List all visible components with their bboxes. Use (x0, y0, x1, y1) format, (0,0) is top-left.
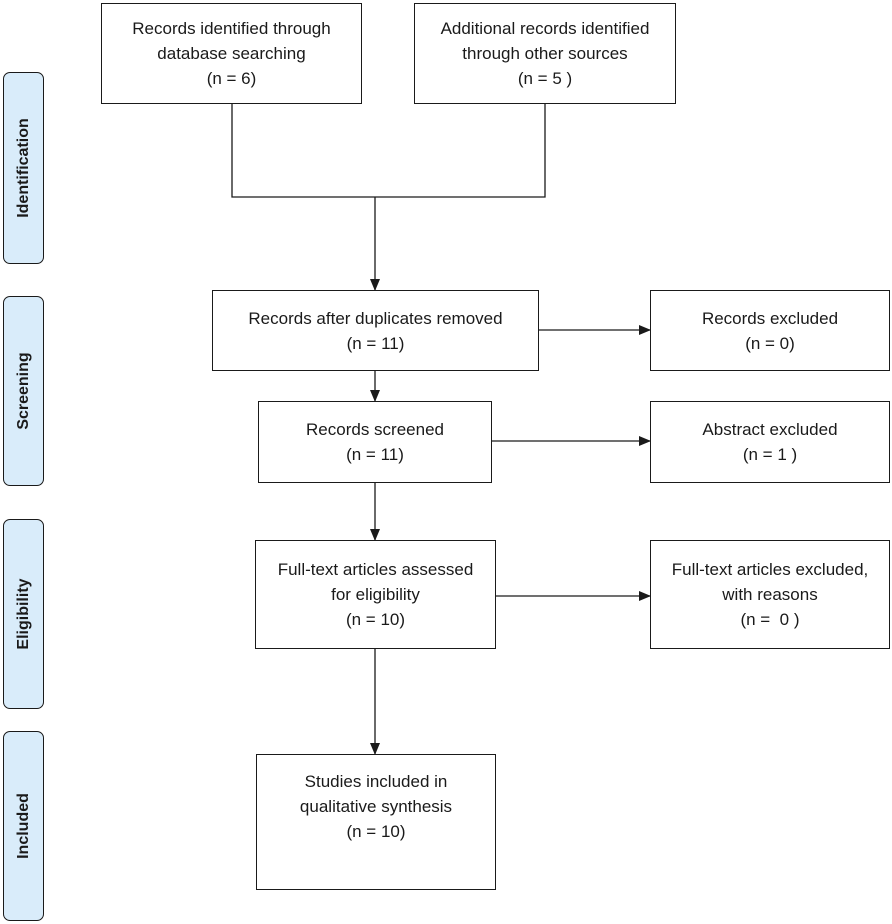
box-line: Records excluded (701, 308, 839, 328)
box-line: Full-text articles assessed (277, 560, 474, 579)
box-line: Full-text articles excluded, (671, 560, 869, 579)
box-records-excluded: Records excluded (n = 0) (650, 290, 890, 371)
box-records-screened: Records screened (n = 11) (258, 401, 492, 483)
box-line: Records identified through (132, 19, 331, 38)
box-line: (n = 0) (745, 333, 795, 353)
phase-eligibility-label: Eligibility (14, 578, 32, 650)
phase-eligibility: Eligibility (3, 519, 44, 709)
phase-identification-label: Identification (14, 118, 32, 218)
box-line: (n = 10) (345, 610, 406, 629)
phase-included: Included (3, 731, 44, 921)
box-line: Records screened (306, 420, 444, 439)
box-line: Additional records identified (440, 19, 650, 38)
box-line: qualitative synthesis (299, 797, 453, 816)
box-line: (n = 6) (206, 69, 257, 88)
box-line: with reasons (722, 585, 818, 604)
box-line: database searching (157, 44, 306, 63)
box-line: Abstract excluded (702, 420, 838, 439)
box-fulltext-assessed: Full-text articles assessed for eligibil… (255, 540, 496, 649)
phase-included-label: Included (14, 793, 32, 859)
box-line: (n = 11) (346, 445, 404, 464)
box-line: (n = 0 ) (740, 610, 800, 629)
box-line: Records after duplicates removed (248, 308, 503, 328)
phase-screening-label: Screening (14, 352, 32, 430)
phase-screening: Screening (3, 296, 44, 486)
box-duplicates-removed: Records after duplicates removed (n = 11… (212, 290, 539, 371)
box-line: (n = 1 ) (742, 445, 798, 464)
box-fulltext-excluded: Full-text articles excluded, with reason… (650, 540, 890, 649)
box-other-sources: Additional records identified through ot… (414, 3, 676, 104)
merge-line (231, 103, 546, 198)
box-line: (n = 11) (346, 333, 405, 353)
box-studies-included: Studies included in qualitative synthesi… (256, 754, 496, 890)
box-line: through other sources (462, 44, 628, 63)
box-line: for eligibility (331, 585, 420, 604)
phase-identification: Identification (3, 72, 44, 264)
box-abstract-excluded: Abstract excluded (n = 1 ) (650, 401, 890, 483)
box-line: (n = 10) (346, 822, 406, 841)
box-line: Studies included in (304, 772, 448, 791)
box-database-searching: Records identified through database sear… (101, 3, 362, 104)
box-line: (n = 5 ) (517, 69, 573, 88)
